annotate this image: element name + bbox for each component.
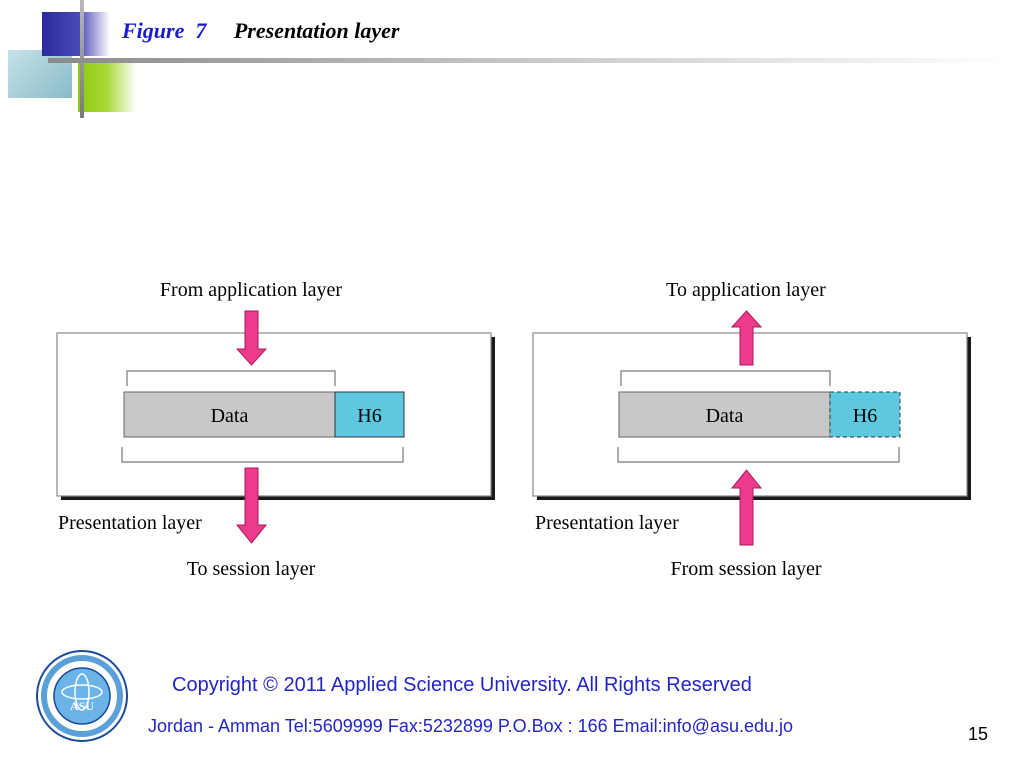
right-up-arrow-top-icon — [730, 310, 763, 366]
right-top-label: To application layer — [666, 279, 826, 301]
left-h6-block — [334, 391, 405, 438]
left-layer-label: Presentation layer — [58, 512, 202, 534]
right-h6-block — [829, 391, 901, 438]
left-down-arrow-bottom-icon — [235, 467, 268, 544]
right-top-bracket — [620, 370, 831, 386]
right-bottom-bracket — [617, 447, 900, 463]
right-up-arrow-bottom-icon — [730, 469, 763, 546]
left-bottom-label: To session layer — [187, 558, 316, 580]
asu-logo-icon: ASU — [36, 650, 128, 742]
logo-text: ASU — [70, 699, 94, 713]
right-h6-label: H6 — [853, 405, 877, 427]
figure-label: Figure 7 — [122, 18, 207, 43]
figure-title: Presentation layer — [233, 18, 400, 43]
left-h6-label: H6 — [357, 405, 381, 427]
left-data-block — [123, 391, 336, 438]
right-layer-label: Presentation layer — [535, 512, 679, 534]
right-panel: Data H6 To application layer Presentatio… — [532, 279, 971, 580]
right-data-label: Data — [706, 405, 744, 427]
left-top-label: From application layer — [160, 279, 343, 301]
header-decoration-green-square — [78, 62, 136, 112]
left-down-arrow-top-icon — [235, 310, 268, 366]
left-top-bracket — [126, 370, 336, 386]
left-data-label: Data — [211, 405, 249, 427]
left-panel: Data H6 From application layer Presentat… — [56, 279, 495, 580]
right-bottom-label: From session layer — [670, 558, 821, 580]
footer-copyright: Copyright © 2011 Applied Science Univers… — [172, 674, 752, 696]
presentation-layer-diagram: Data H6 From application layer Presentat… — [56, 279, 971, 580]
left-bottom-bracket — [121, 447, 404, 463]
page-number: 15 — [968, 724, 989, 744]
slide-title: Figure 7 Presentation layer — [122, 18, 399, 44]
right-data-block — [618, 391, 831, 438]
footer-address: Jordan - Amman Tel:5609999 Fax:5232899 P… — [148, 716, 794, 736]
header-decoration-blue-square — [42, 12, 110, 56]
header-decoration-horizontal-line — [48, 58, 1008, 63]
